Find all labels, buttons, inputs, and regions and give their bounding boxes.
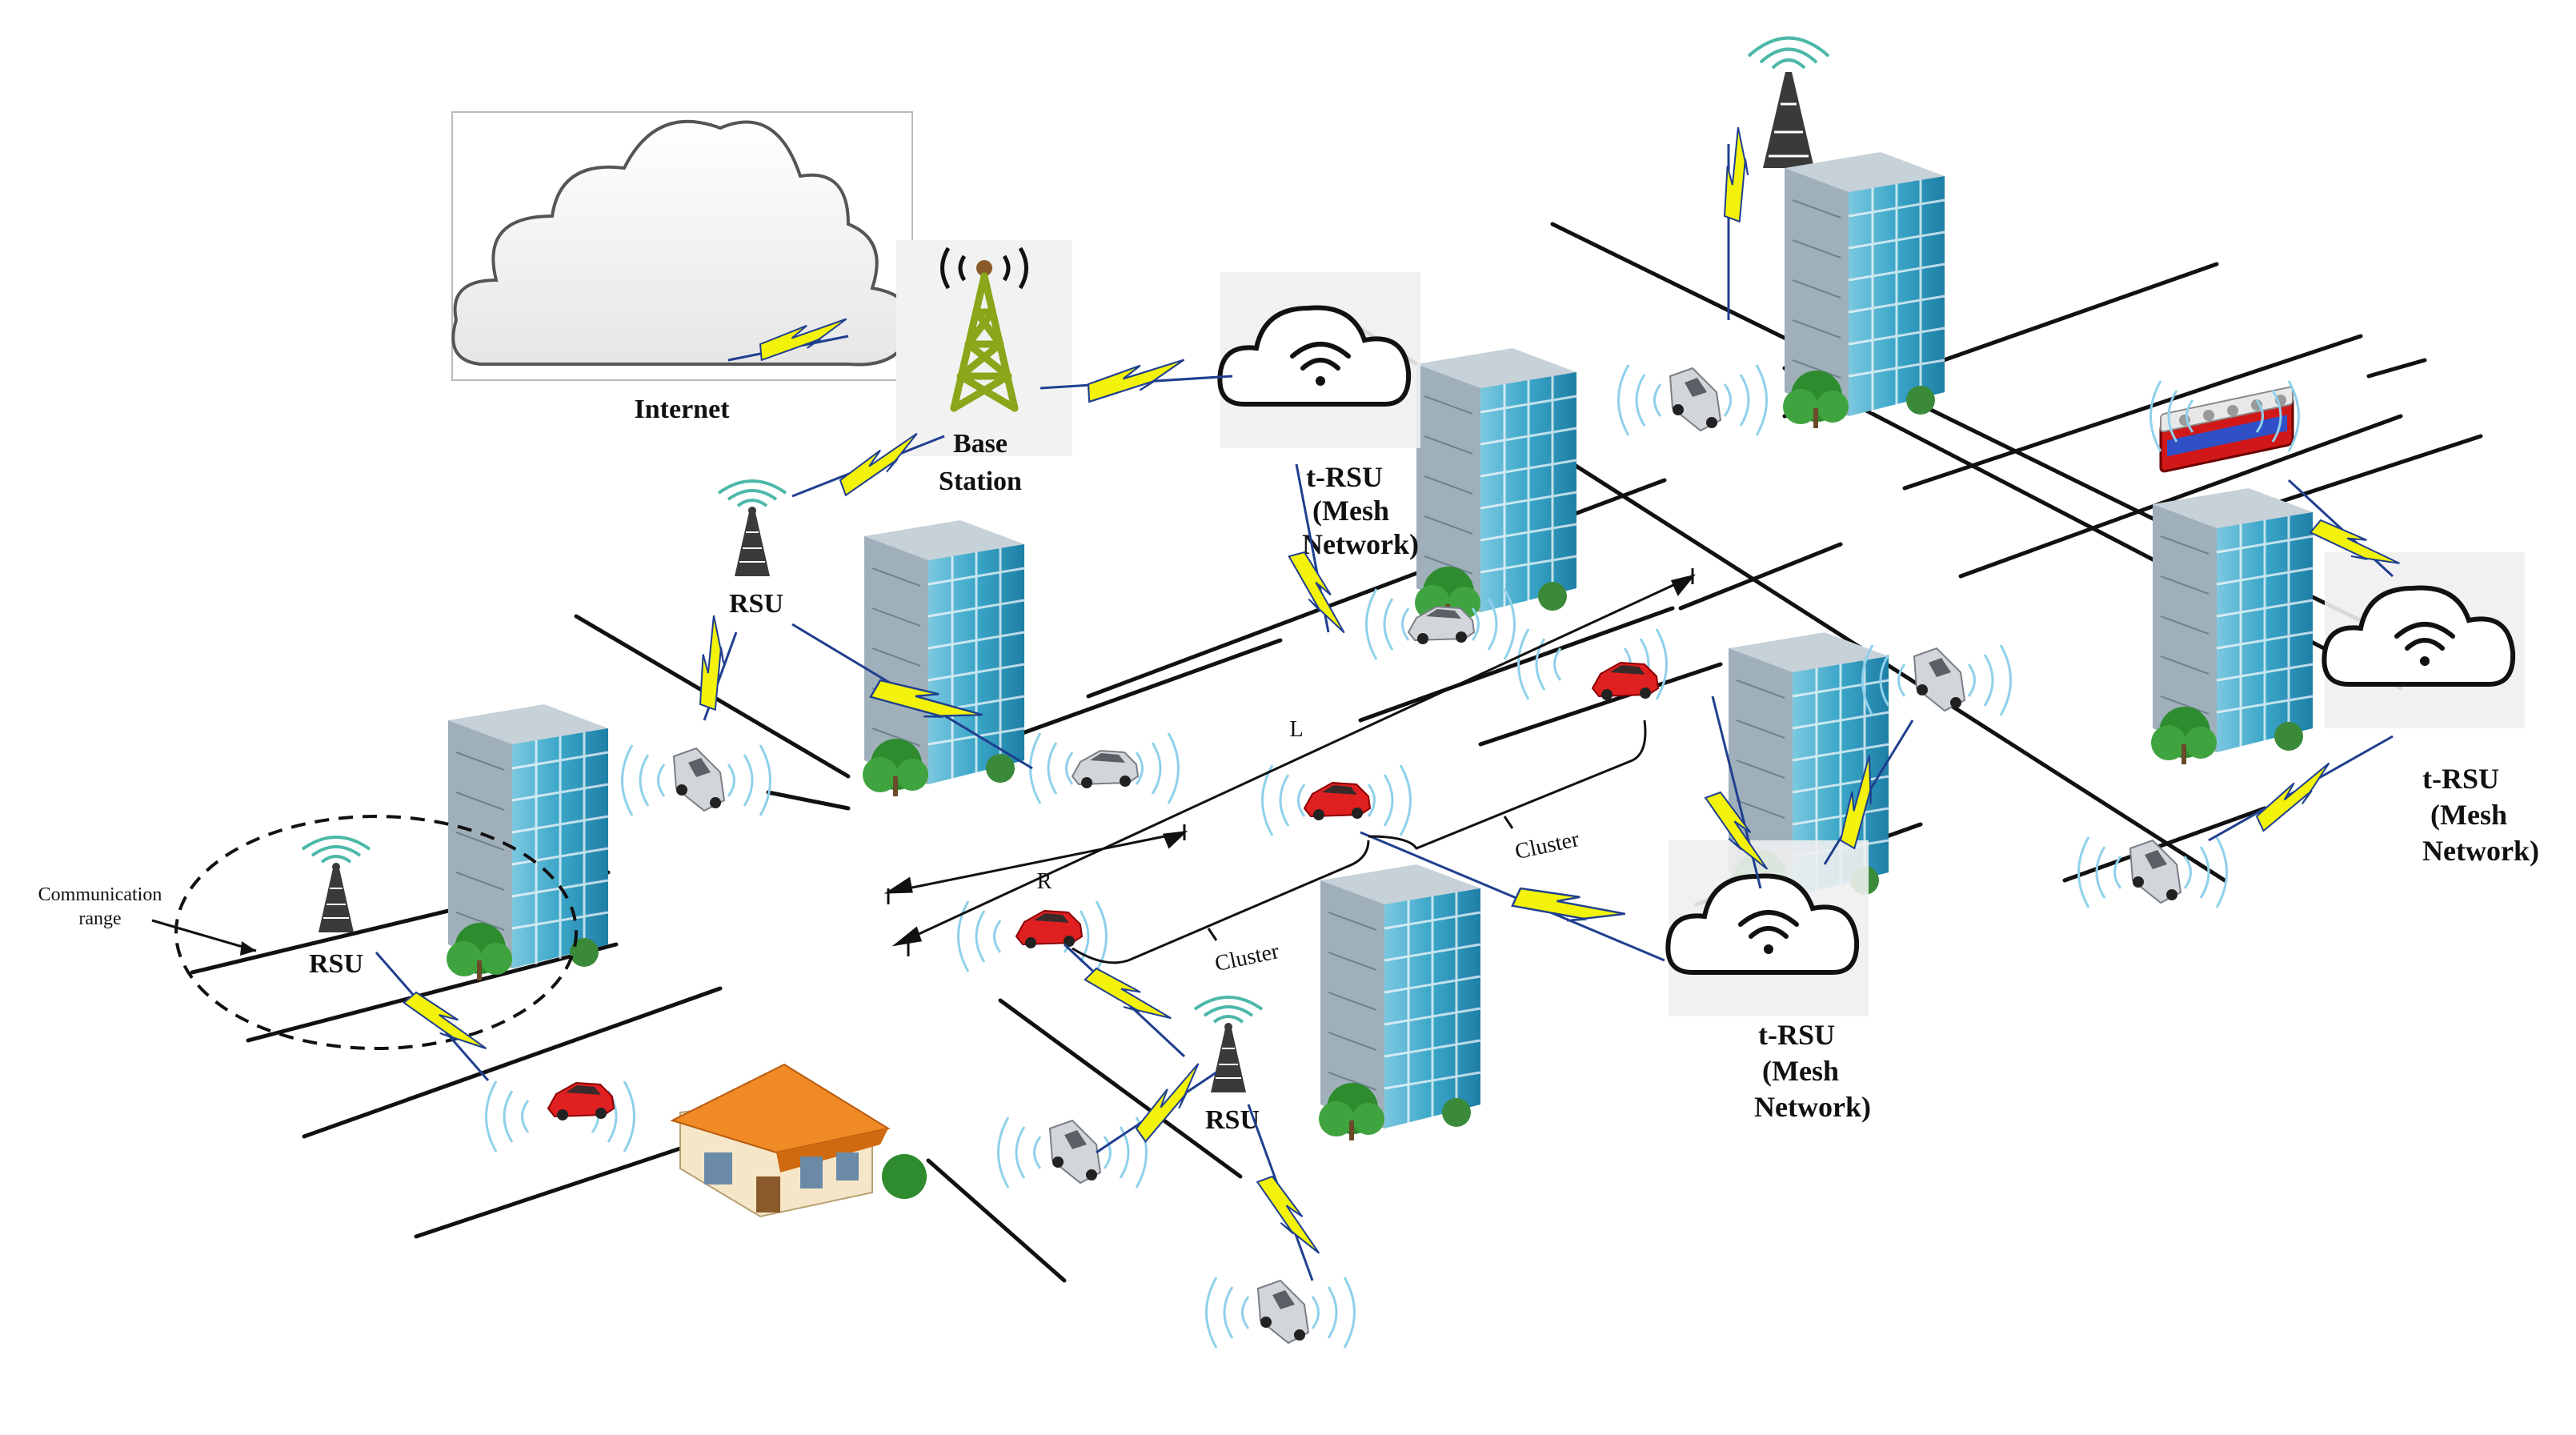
- building-icon: [445, 703, 610, 982]
- cluster-brackets: [1072, 720, 1647, 964]
- cluster-label: Cluster: [1212, 939, 1281, 976]
- car-icon: [1913, 647, 1965, 711]
- road-edge: [302, 986, 723, 1139]
- trsu-label-line2: (Mesh: [1762, 1055, 1839, 1087]
- trsu-label-line2: (Mesh: [1312, 495, 1389, 527]
- rsu-label: RSU: [729, 589, 783, 619]
- trsu-label-line1: t-RSU: [1306, 461, 1383, 493]
- road-edge: [2366, 358, 2427, 379]
- building-icon: [1413, 347, 1578, 626]
- communication-range-label-line1: Communication: [38, 884, 162, 905]
- base-station-label-line1: Base: [953, 429, 1008, 459]
- trsu-label-line2: (Mesh: [2430, 799, 2507, 831]
- cell-tower-icon: [1747, 36, 1830, 168]
- wifi-cloud-icon: [1668, 840, 1869, 1016]
- road-edge: [998, 998, 1243, 1179]
- cluster-pointer: [1503, 816, 1514, 829]
- base-station-tower-icon: [896, 240, 1072, 456]
- communication-range-label-line2: range: [78, 908, 121, 929]
- wifi-cloud-icon: [2324, 552, 2525, 728]
- road-edge: [1358, 606, 1675, 723]
- dimension-markers: [883, 568, 1696, 956]
- wireless-links: [375, 126, 2401, 1281]
- cluster-label: Cluster: [1512, 827, 1581, 864]
- car-icon: [1049, 1120, 1101, 1184]
- trsu-label-line3: Network): [1302, 528, 1419, 560]
- bus-icon: [2159, 386, 2294, 473]
- road-edge: [1958, 414, 2403, 579]
- rsu-antenna-icon: [717, 479, 787, 578]
- arrow-head-icon: [240, 941, 256, 956]
- car-icon: [1304, 782, 1371, 821]
- road-edge: [2270, 434, 2483, 507]
- rsu-label: RSU: [309, 949, 363, 979]
- rsu-antenna-icon: [1193, 996, 1264, 1094]
- road-edge: [1478, 662, 1723, 747]
- trsu-label-line3: Network): [1754, 1091, 1871, 1123]
- road-edge: [926, 1158, 1067, 1283]
- road-edge: [1678, 542, 1843, 611]
- car-icon: [1592, 662, 1659, 701]
- car-icon: [1257, 1280, 1309, 1344]
- car-icon: [1072, 750, 1139, 789]
- internet-cloud-icon: [451, 111, 913, 381]
- base-station-label-line2: Station: [939, 467, 1022, 496]
- communication-range-pointer: [151, 919, 257, 952]
- length-L-label: L: [1289, 717, 1303, 742]
- house-icon: [670, 1063, 927, 1218]
- radius-R-label: R: [1037, 869, 1052, 894]
- road-edge: [1902, 334, 2363, 491]
- communication-range-circle: [174, 815, 578, 1050]
- building-icon: [1317, 863, 1482, 1142]
- trsu-label-line1: t-RSU: [1758, 1019, 1835, 1051]
- trsu-label-line3: Network): [2422, 835, 2539, 867]
- road-edge: [766, 790, 851, 811]
- rsu-antenna-icon: [301, 836, 371, 934]
- road-edge: [246, 942, 619, 1043]
- car-icon: [673, 748, 725, 812]
- building-icon: [2149, 487, 2314, 766]
- building-icon: [861, 519, 1026, 798]
- car-icon: [547, 1082, 615, 1121]
- cluster-pointer: [1207, 928, 1218, 941]
- trsu-label-line1: t-RSU: [2422, 763, 2499, 795]
- car-icon: [1016, 910, 1083, 949]
- building-icon: [1781, 150, 1946, 430]
- car-icon: [1669, 367, 1721, 431]
- wifi-cloud-icon: [1220, 272, 1420, 448]
- internet-label: Internet: [635, 395, 731, 424]
